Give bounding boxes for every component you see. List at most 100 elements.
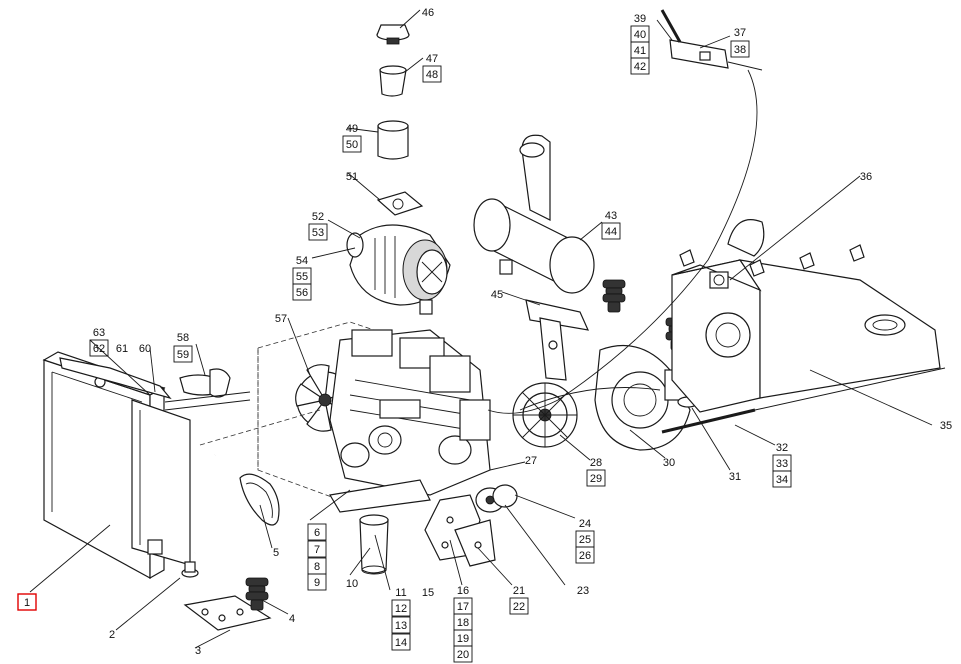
callout-46[interactable]: 46: [422, 7, 434, 19]
callout-14[interactable]: 14: [391, 633, 411, 651]
callout-label: 4: [289, 613, 295, 625]
air-cleaner-cap[interactable]: [376, 24, 410, 45]
callout-22[interactable]: 22: [509, 597, 529, 615]
callout-30[interactable]: 30: [663, 457, 675, 469]
callout-61[interactable]: 61: [116, 343, 128, 355]
flywheel[interactable]: [512, 382, 578, 448]
callout-20[interactable]: 20: [453, 645, 473, 663]
callout-24[interactable]: 24: [579, 518, 591, 530]
air-cleaner-mount-plate[interactable]: [376, 191, 424, 216]
callout-box: [89, 339, 109, 357]
callout-3[interactable]: 3: [195, 645, 201, 657]
fan-belt[interactable]: [239, 473, 280, 526]
lower-hose[interactable]: [194, 453, 218, 555]
callout-1[interactable]: 1: [17, 593, 37, 611]
callout-2[interactable]: 2: [109, 629, 115, 641]
callout-40[interactable]: 40: [630, 25, 650, 43]
callout-53[interactable]: 53: [308, 223, 328, 241]
callout-42[interactable]: 42: [630, 57, 650, 75]
callout-63[interactable]: 63: [93, 327, 105, 339]
callout-label: 6: [314, 527, 320, 539]
callout-19[interactable]: 19: [453, 629, 473, 647]
callout-55[interactable]: 55: [292, 267, 312, 285]
callout-box: [292, 283, 312, 301]
wiring-harness: [487, 69, 758, 414]
callout-25[interactable]: 25: [575, 530, 595, 548]
callout-23[interactable]: 23: [577, 585, 589, 597]
callout-56[interactable]: 56: [292, 283, 312, 301]
radiator[interactable]: [42, 351, 191, 580]
callout-35[interactable]: 35: [940, 420, 952, 432]
callout-29[interactable]: 29: [586, 469, 606, 487]
callout-57[interactable]: 57: [275, 313, 287, 325]
callout-13[interactable]: 13: [391, 616, 411, 634]
engine-bracket-rear[interactable]: [424, 494, 496, 567]
callout-8[interactable]: 8: [307, 557, 327, 575]
callout-18[interactable]: 18: [453, 613, 473, 631]
muffler-bracket[interactable]: [525, 299, 590, 381]
callout-62[interactable]: 62: [89, 339, 109, 357]
callout-21[interactable]: 21: [513, 585, 525, 597]
air-cleaner[interactable]: [346, 224, 451, 315]
engine-frame[interactable]: [671, 219, 941, 413]
callout-label: 30: [663, 457, 675, 469]
callout-label: 27: [525, 455, 537, 467]
engine-block[interactable]: [329, 329, 491, 513]
callout-label: 14: [395, 637, 407, 649]
callout-label: 38: [734, 44, 746, 56]
callout-7[interactable]: 7: [307, 540, 327, 558]
callout-41[interactable]: 41: [630, 41, 650, 59]
callout-37[interactable]: 37: [734, 27, 746, 39]
callout-51[interactable]: 51: [346, 171, 358, 183]
callout-label: 21: [513, 585, 525, 597]
rubber-mount-front[interactable]: [245, 577, 269, 611]
callout-17[interactable]: 17: [453, 597, 473, 615]
callout-11[interactable]: 11: [395, 587, 406, 599]
callout-47[interactable]: 47: [426, 53, 438, 65]
callout-59[interactable]: 59: [173, 345, 193, 363]
callout-28[interactable]: 28: [590, 457, 602, 469]
callout-45[interactable]: 45: [491, 289, 503, 301]
callout-26[interactable]: 26: [575, 546, 595, 564]
air-intake-reducer[interactable]: [379, 65, 407, 97]
callout-10[interactable]: 10: [346, 578, 358, 590]
callout-58[interactable]: 58: [177, 332, 189, 344]
callout-label: 16: [457, 585, 469, 597]
radiator-mount[interactable]: [181, 561, 272, 631]
flywheel-housing[interactable]: [594, 344, 696, 451]
ignition-switch[interactable]: [660, 9, 763, 71]
callout-34[interactable]: 34: [772, 470, 792, 488]
callout-38[interactable]: 38: [730, 40, 750, 58]
pump-pulley[interactable]: [475, 484, 518, 513]
callout-label: 31: [729, 471, 741, 483]
callout-60[interactable]: 60: [139, 343, 151, 355]
callout-54[interactable]: 54: [296, 255, 308, 267]
callout-27[interactable]: 27: [525, 455, 537, 467]
air-intake-hose[interactable]: [377, 120, 409, 160]
callout-6[interactable]: 6: [307, 523, 327, 541]
leader-lines: [29, 9, 933, 649]
callout-box: [307, 523, 327, 541]
callout-31[interactable]: 31: [729, 471, 741, 483]
callout-32[interactable]: 32: [776, 442, 788, 454]
callout-43[interactable]: 43: [605, 210, 617, 222]
callout-5[interactable]: 5: [273, 547, 279, 559]
callout-12[interactable]: 12: [391, 599, 411, 617]
oil-filter[interactable]: [359, 514, 389, 575]
callout-9[interactable]: 9: [307, 573, 327, 591]
callout-15[interactable]: 15: [422, 587, 434, 599]
callout-16[interactable]: 16: [457, 585, 469, 597]
callout-49[interactable]: 49: [346, 123, 358, 135]
callout-52[interactable]: 52: [312, 211, 324, 223]
callout-label: 35: [940, 420, 952, 432]
callout-44[interactable]: 44: [601, 222, 621, 240]
callout-50[interactable]: 50: [342, 135, 362, 153]
callout-4[interactable]: 4: [289, 613, 295, 625]
callout-33[interactable]: 33: [772, 454, 792, 472]
muffler[interactable]: [473, 134, 595, 294]
callout-39[interactable]: 39: [634, 13, 646, 25]
control-rod[interactable]: [661, 367, 946, 434]
callout-label: 34: [776, 474, 788, 486]
callout-36[interactable]: 36: [860, 171, 872, 183]
callout-48[interactable]: 48: [422, 65, 442, 83]
